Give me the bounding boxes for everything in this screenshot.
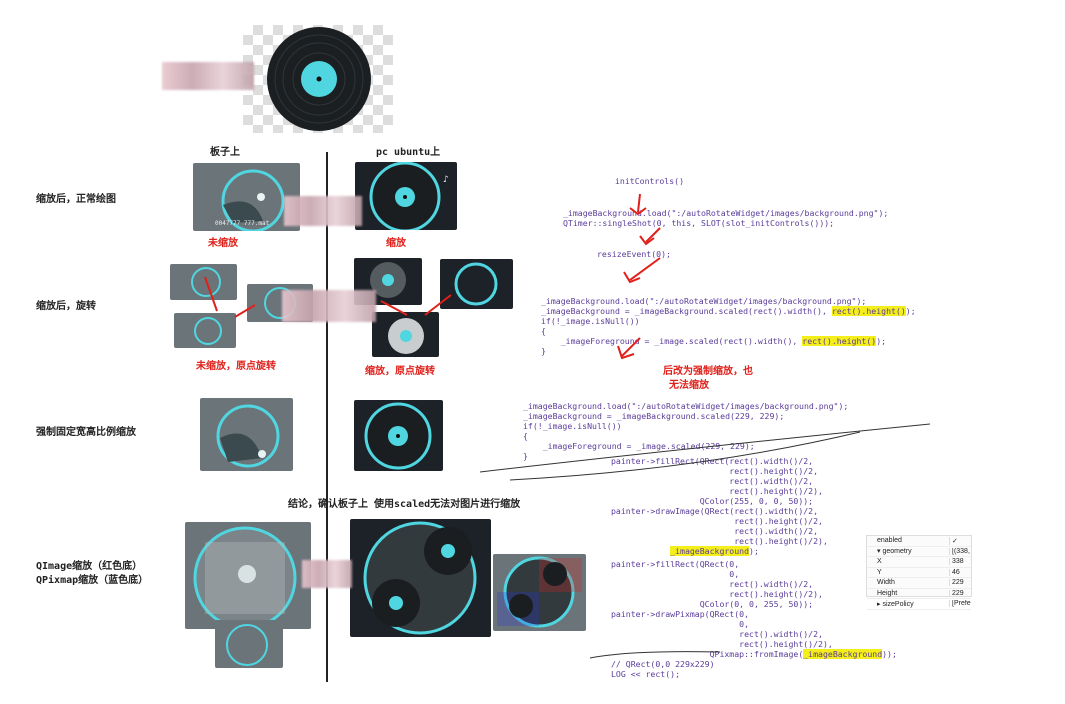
board-thumb-unscaled: 0047777 777.mat (193, 163, 300, 231)
blurred-region (162, 62, 254, 90)
blurred-region (284, 196, 362, 226)
code-line: _imageBackground.load(":/autoRotateWidge… (541, 296, 867, 306)
code-line: ); (876, 336, 887, 346)
board-thumb-qimage (185, 522, 311, 629)
row-label-fixed-ratio: 强制固定宽高比例缩放 (36, 427, 136, 438)
property-row[interactable]: Width 229 (867, 578, 971, 589)
property-value: 229 (949, 589, 971, 597)
pc-thumb-rotate-3 (440, 259, 513, 309)
caption-unscaled-origin: 未缩放，原点旋转 (196, 361, 276, 372)
conclusion-text: 结论，确认板子上 使用scaled无法对图片进行缩放 (288, 499, 521, 510)
code-block-1-line-1: _imageBackground.load(":/autoRotateWidge… (563, 208, 889, 218)
svg-text:♪: ♪ (443, 175, 449, 185)
blurred-region (302, 560, 352, 588)
code-line: _imageBackground = _imageBackground.scal… (523, 411, 785, 421)
code-line: ); (749, 546, 759, 556)
property-key: enabled (877, 537, 902, 545)
code-init-controls: initControls() (615, 176, 685, 186)
code-line: _imageBackground = _imageBackground.scal… (541, 306, 832, 316)
code-paint-2: painter->fillRect(QRect(0, 0, rect().wid… (611, 559, 897, 679)
code-highlight: _imageBackground (670, 546, 750, 556)
pc-thumb-qpixmap (493, 554, 586, 631)
property-row[interactable]: Y 46 (867, 568, 971, 578)
property-key: ▾ geometry (877, 548, 912, 556)
property-row[interactable]: enabled ✓ (867, 536, 971, 547)
caption-scaled-origin: 缩放，原点旋转 (365, 366, 435, 377)
code-block-1-line-2: QTimer::singleShot(0, this, SLOT(slot_in… (563, 218, 835, 228)
code-line: _imageForeground = _image.scaled(rect().… (541, 336, 803, 346)
pc-thumb-rotate-2 (372, 312, 439, 357)
property-value: 46 (949, 568, 971, 576)
code-line: } (541, 346, 546, 356)
board-thumb-rotate-1 (170, 264, 237, 300)
code-highlight: _imageBackground (803, 649, 883, 659)
board-thumb-fixed (200, 398, 293, 471)
code-resize-event: resizeEvent(0); (597, 249, 671, 259)
caption-scaled: 缩放 (386, 238, 406, 249)
column-divider (326, 152, 328, 682)
code-line: } (523, 451, 528, 461)
pc-thumb-fixed (354, 400, 443, 471)
code-highlight: rect().height() (802, 336, 877, 346)
code-paint-1: painter->fillRect(QRect(rect().width()/2… (611, 456, 828, 556)
row-label-qimage: QImage缩放（红色底） (36, 561, 143, 572)
property-value: ✓ (949, 536, 971, 545)
code-line: _imageBackground.load(":/autoRotateWidge… (523, 401, 849, 411)
property-row[interactable]: ▾ geometry [(338, 4 (867, 547, 971, 557)
code-line: painter->fillRect(QRect(rect().width()/2… (611, 456, 828, 546)
code-line: _imageForeground = _image.scaled(229, 22… (523, 441, 755, 451)
code-line: painter->fillRect(QRect(0, 0, rect().wid… (611, 559, 833, 659)
property-value: [Prefer (949, 600, 971, 608)
decorative-strokes (479, 423, 931, 659)
code-arrows (617, 193, 661, 360)
row-label-qpixmap: QPixmap缩放（蓝色底） (36, 575, 149, 586)
code-line: ); (905, 306, 916, 316)
code-highlight: rect().height() (831, 306, 906, 316)
property-key: X (877, 558, 882, 566)
property-row[interactable]: ▸ sizePolicy [Prefer (867, 599, 971, 610)
board-thumb-rotate-2 (174, 313, 236, 348)
property-value: 338 (949, 558, 971, 566)
board-thumb-qpixmap (215, 620, 283, 668)
property-key: Height (877, 589, 898, 597)
pc-thumb-scaled: ♪ (355, 162, 457, 230)
header-board: 板子上 (210, 147, 240, 158)
code-block-3: _imageBackground.load(":/autoRotateWidge… (523, 391, 848, 461)
header-pc: pc ubuntu上 (376, 147, 441, 158)
row-label-scaled-rotate: 缩放后，旋转 (36, 301, 96, 312)
caption-forced-2: 无法缩放 (669, 380, 709, 391)
code-line: { (541, 326, 546, 336)
vinyl-record-icon (267, 27, 371, 131)
thumb-text: 0047777 777.mat (215, 220, 270, 227)
pc-thumb-qimage (350, 519, 491, 637)
code-line: if(!_image.isNull()) (523, 421, 622, 431)
property-key: Y (877, 568, 882, 576)
property-key: ▸ sizePolicy (877, 600, 914, 608)
caption-unscaled: 未缩放 (208, 238, 238, 249)
property-value: 229 (949, 579, 971, 587)
red-arrows (204, 276, 452, 318)
code-block-2: _imageBackground.load(":/autoRotateWidge… (541, 286, 916, 356)
code-line: if(!_image.isNull()) (541, 316, 640, 326)
code-line: { (523, 431, 528, 441)
caption-forced: 后改为强制缩放，也 (663, 366, 753, 377)
blurred-region (282, 290, 376, 322)
code-line: )); // QRect(0,0 229x229) LOG << rect(); (611, 649, 897, 679)
row-label-scaled-draw: 缩放后，正常绘图 (36, 194, 116, 205)
property-value: [(338, 4 (949, 547, 971, 555)
property-row[interactable]: Height 229 (867, 589, 971, 599)
property-row[interactable]: X 338 (867, 557, 971, 568)
property-key: Width (877, 579, 895, 587)
